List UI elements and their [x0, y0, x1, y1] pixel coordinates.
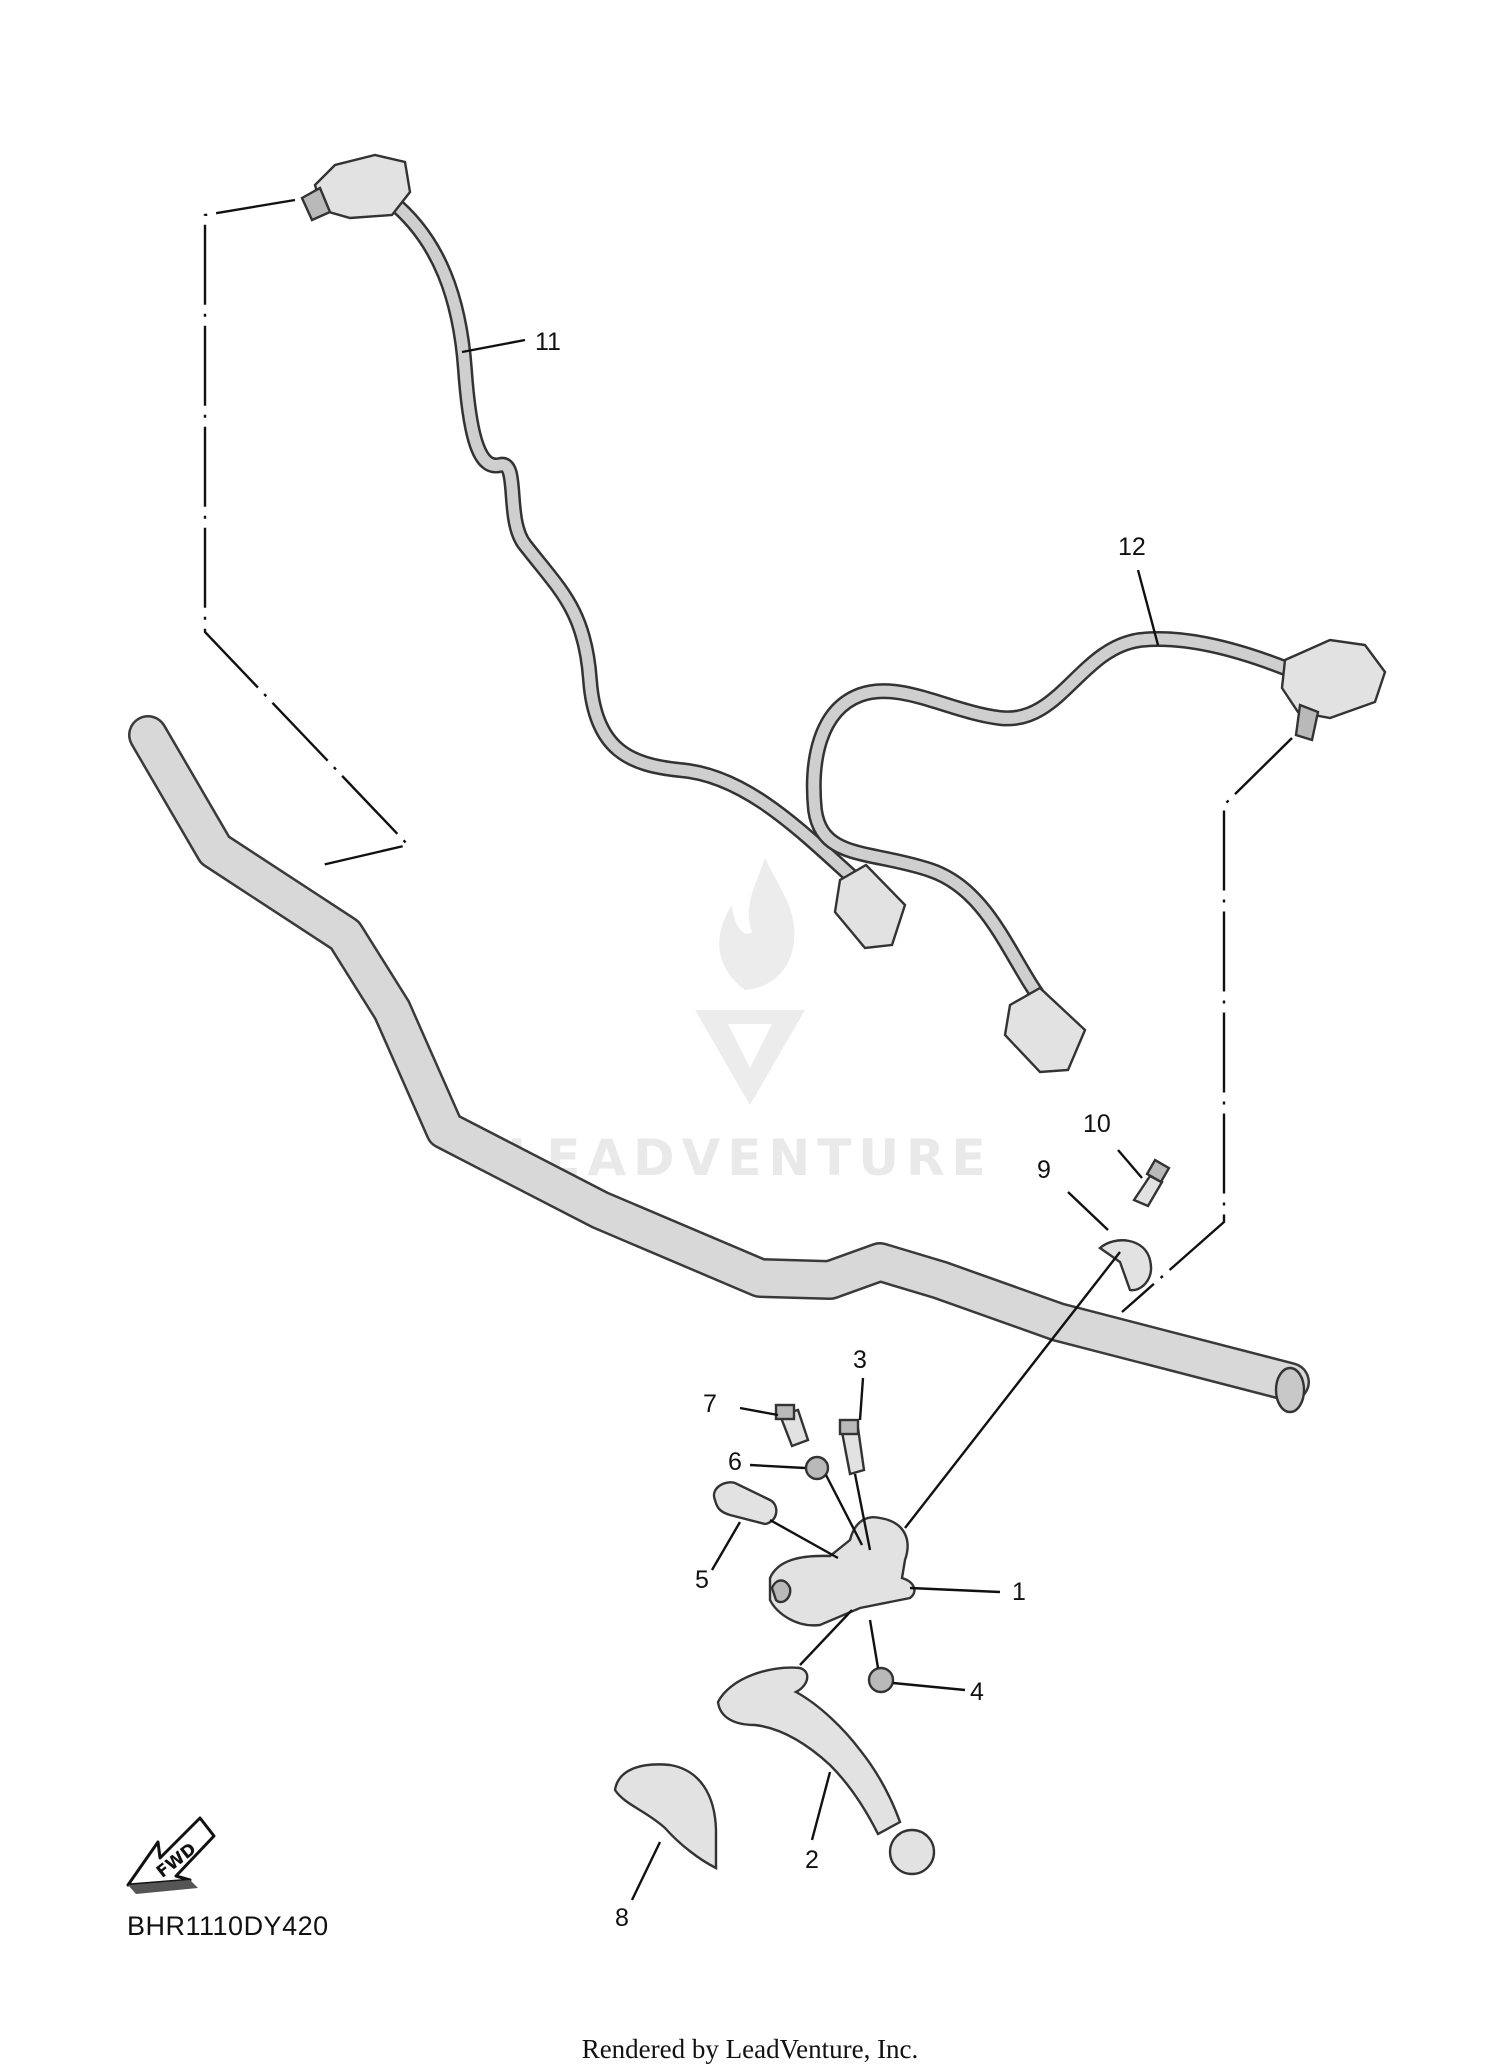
leader-8: [630, 1841, 662, 1901]
fwd-arrow-shadow: [128, 1880, 198, 1894]
leader-4: [892, 1681, 966, 1692]
part-2-lever: [716, 1666, 936, 1876]
handlebar: [128, 715, 1310, 1414]
callouts: 11 12 10 9 3 7 6 5 1 4 2 8: [535, 328, 1146, 1932]
callout-2: 2: [805, 1846, 819, 1874]
reference-line-left: [203, 198, 411, 867]
part-4-nut-shape: [867, 1666, 895, 1694]
part-6-nut: [804, 1455, 830, 1481]
leader-6-axis: [824, 1474, 864, 1546]
callout-9: 9: [1037, 1156, 1051, 1184]
part-6-nut-shape: [804, 1455, 830, 1481]
part-3-bolt: [838, 1418, 866, 1476]
part-11-left-switch: [300, 153, 907, 950]
part-11-connector: [833, 863, 907, 950]
part-10-bolt-head: [1145, 1158, 1171, 1184]
part-9-clamp-shape: [1098, 1239, 1153, 1292]
leader-7: [739, 1406, 779, 1417]
part-11-switch-clamp: [300, 186, 332, 222]
callout-5: 5: [695, 1566, 709, 1594]
fwd-arrow-icon: [126, 1816, 216, 1887]
leader-9: [1067, 1191, 1109, 1231]
part-5-collar-shape: [712, 1481, 778, 1526]
leader-5-axis: [769, 1518, 839, 1560]
footer-credit: Rendered by LeadVenture, Inc.: [582, 2034, 919, 2064]
callout-8: 8: [615, 1904, 629, 1932]
part-1-lever-holder-bore: [770, 1579, 792, 1604]
handlebar-tube: [130, 717, 1308, 1400]
part-12-switch-housing: [1280, 638, 1387, 720]
leader-lines: [461, 338, 1160, 1901]
watermark-text: LEADVENTURE: [507, 1129, 992, 1187]
part-1-lever-holder-shape: [768, 1516, 916, 1627]
part-12-switch-clamp: [1294, 703, 1320, 742]
part-2-lever-shape: [716, 1666, 902, 1836]
leader-12: [1136, 569, 1160, 646]
part-7-bolt-head: [774, 1403, 796, 1421]
leader-10: [1117, 1149, 1143, 1179]
leader-2: [810, 1771, 832, 1841]
callout-7: 7: [703, 1390, 717, 1418]
leader-5: [710, 1521, 742, 1571]
fwd-arrow: FWD: [126, 1816, 216, 1894]
part-2-lever-ball: [888, 1828, 936, 1876]
leader-9-axis: [904, 1251, 1121, 1529]
callout-1: 1: [1012, 1578, 1026, 1606]
part-10-bolt: [1132, 1158, 1171, 1208]
callout-6: 6: [728, 1448, 742, 1476]
part-9-clamp: [1098, 1239, 1153, 1292]
part-12-right-switch: [805, 631, 1387, 1074]
part-12-cable: [808, 633, 1296, 1011]
part-8-cover: [613, 1763, 718, 1870]
leader-11: [461, 338, 526, 354]
part-5-collar: [712, 1481, 778, 1526]
diagram-code: BHR1110DY420: [127, 1911, 329, 1941]
callout-10: 10: [1083, 1110, 1111, 1138]
leader-2-axis: [799, 1609, 853, 1666]
part-12-connector: [1003, 986, 1087, 1074]
part-4-nut: [867, 1666, 895, 1694]
callout-12: 12: [1118, 533, 1146, 561]
leader-4-axis: [868, 1619, 880, 1669]
leader-1: [909, 1586, 1001, 1594]
part-3-bolt-head: [838, 1418, 860, 1436]
part-7-bolt: [774, 1403, 810, 1448]
watermark-flame-icon: [719, 858, 795, 990]
callout-3: 3: [853, 1346, 867, 1374]
watermark: LEADVENTURE: [507, 858, 992, 1187]
leader-3: [858, 1377, 865, 1421]
reference-lines: [203, 198, 1293, 1313]
handlebar-tube-outline: [128, 715, 1310, 1402]
handlebar-end: [1274, 1366, 1306, 1414]
callout-4: 4: [970, 1678, 984, 1706]
leader-6: [749, 1463, 806, 1470]
part-11-cable: [384, 194, 886, 916]
callout-11: 11: [535, 328, 561, 356]
part-1-lever-holder: [768, 1516, 916, 1627]
part-8-cover-shape: [613, 1763, 718, 1870]
reference-line-right: [1121, 737, 1293, 1313]
watermark-v-icon: [695, 1010, 805, 1105]
leader-3-axis: [853, 1473, 872, 1551]
